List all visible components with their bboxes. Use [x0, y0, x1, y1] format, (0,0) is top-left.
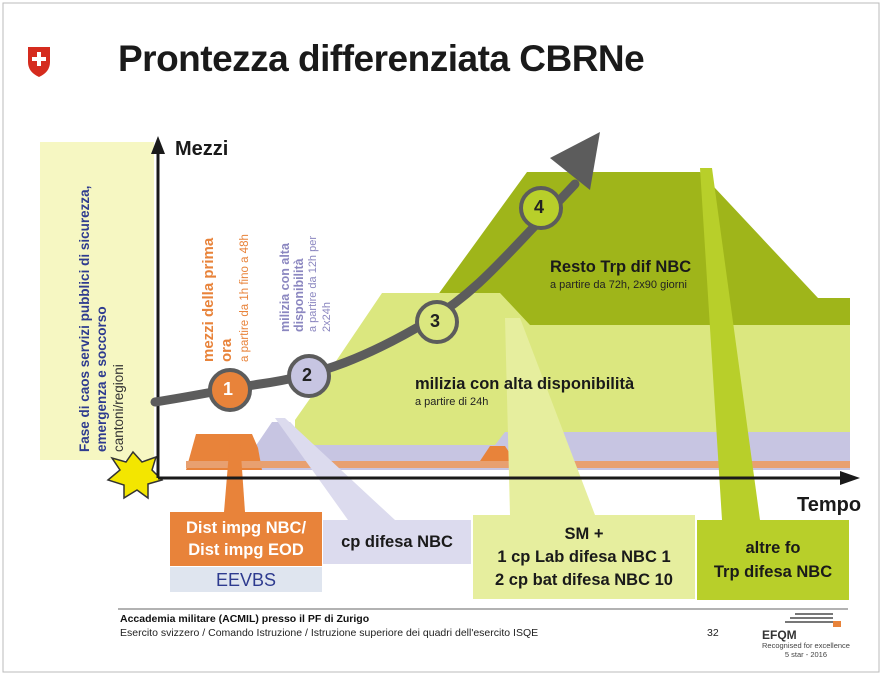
explosion-icon [106, 450, 164, 500]
efqm-recognition-line2: 5 star - 2016 [784, 650, 828, 659]
swiss-cross-icon [28, 47, 50, 77]
side-label-line2: emergenza e soccorso [94, 306, 109, 452]
y-axis-arrowhead [151, 136, 165, 154]
efqm-label: EFQM [762, 628, 797, 642]
side-label-line3: cantoni/regioni [111, 364, 126, 452]
milizia-vertical-label: milizia con alta disponibilità a partire… [278, 236, 334, 332]
step-4-circle [519, 186, 563, 230]
side-label-line1: Fase di caos servizi pubblici di sicurez… [77, 185, 92, 452]
mezzi-prima-ora-line2: ora [218, 338, 235, 362]
step-4-number: 4 [534, 197, 545, 217]
mezzi-prima-ora-time: a partire da 1h fino a 48h [239, 234, 251, 362]
resto-trp-title: Resto Trp dif NBC [550, 258, 692, 276]
cp-difesa-box: cp difesa NBC [323, 520, 471, 564]
side-panel-label: Fase di caos servizi pubblici di sicurez… [76, 186, 127, 452]
step-1-circle [208, 368, 252, 412]
mezzi-prima-ora-line1: mezzi della prima [200, 237, 217, 362]
resto-trp-time: a partire da 72h, 2x90 giorni [550, 279, 687, 291]
milizia-vertical-line2: disponibilità [292, 258, 306, 332]
sm-callout-box: SM + 1 cp Lab difesa NBC 1 2 cp bat dife… [473, 515, 695, 599]
x-axis-label: Tempo [797, 494, 862, 516]
step-2-circle [287, 354, 331, 398]
sm-callout-line3: 2 cp bat difesa NBC 10 [495, 570, 673, 589]
milizia-vertical-time1: a partire da 12h per [307, 235, 319, 332]
footer-department: Esercito svizzero / Comando Istruzione /… [120, 627, 539, 639]
sm-callout-line1: SM + [564, 524, 604, 543]
step-2-number: 2 [302, 365, 313, 385]
orange-callout-line2: Dist impg EOD [188, 541, 304, 559]
orange-callout-box: Dist impg NBC/ Dist impg EOD [170, 512, 322, 566]
sm-callout-wedge [505, 318, 595, 515]
efqm-recognition: Recognised for excellence 5 star - 2016 [762, 641, 850, 659]
altre-callout-line2: Trp difesa NBC [713, 563, 833, 581]
step-3-number: 3 [430, 311, 441, 331]
milizia-vertical-line1: milizia con alta [278, 243, 292, 332]
efqm-recognition-line1: Recognised for excellence [762, 641, 850, 650]
altre-callout-wedge [700, 168, 760, 520]
sm-callout-line2: 1 cp Lab difesa NBC 1 [497, 547, 671, 566]
milizia-vertical-time2: 2x24h [321, 302, 333, 332]
lavender-callout-wedge [275, 418, 395, 520]
progress-arrowhead [550, 132, 600, 190]
y-axis-label: Mezzi [175, 138, 229, 160]
page-number: 32 [707, 627, 719, 639]
mezzi-prima-ora-label: mezzi della prima ora a partire da 1h fi… [200, 234, 254, 362]
side-panel [40, 142, 154, 460]
orange-bump [480, 446, 515, 461]
page-title: Prontezza differenziata CBRNe [118, 38, 645, 79]
orange-callout-wedge [224, 440, 245, 512]
eevbs-box: EEVBS [170, 567, 322, 592]
step-3-circle [415, 300, 459, 344]
altre-callout-box: altre fo Trp difesa NBC [697, 520, 849, 600]
milizia-title: milizia con alta disponibilità [415, 375, 635, 393]
footer-institution: Accademia militare (ACMIL) presso il PF … [120, 613, 370, 625]
step-1-number: 1 [223, 379, 234, 399]
x-axis-arrowhead [840, 471, 860, 485]
orange-callout-line1: Dist impg NBC/ [185, 519, 307, 537]
milizia-time: a partire di 24h [415, 396, 489, 408]
altre-callout-line1: altre fo [745, 539, 801, 557]
efqm-logo-icon [785, 613, 841, 627]
